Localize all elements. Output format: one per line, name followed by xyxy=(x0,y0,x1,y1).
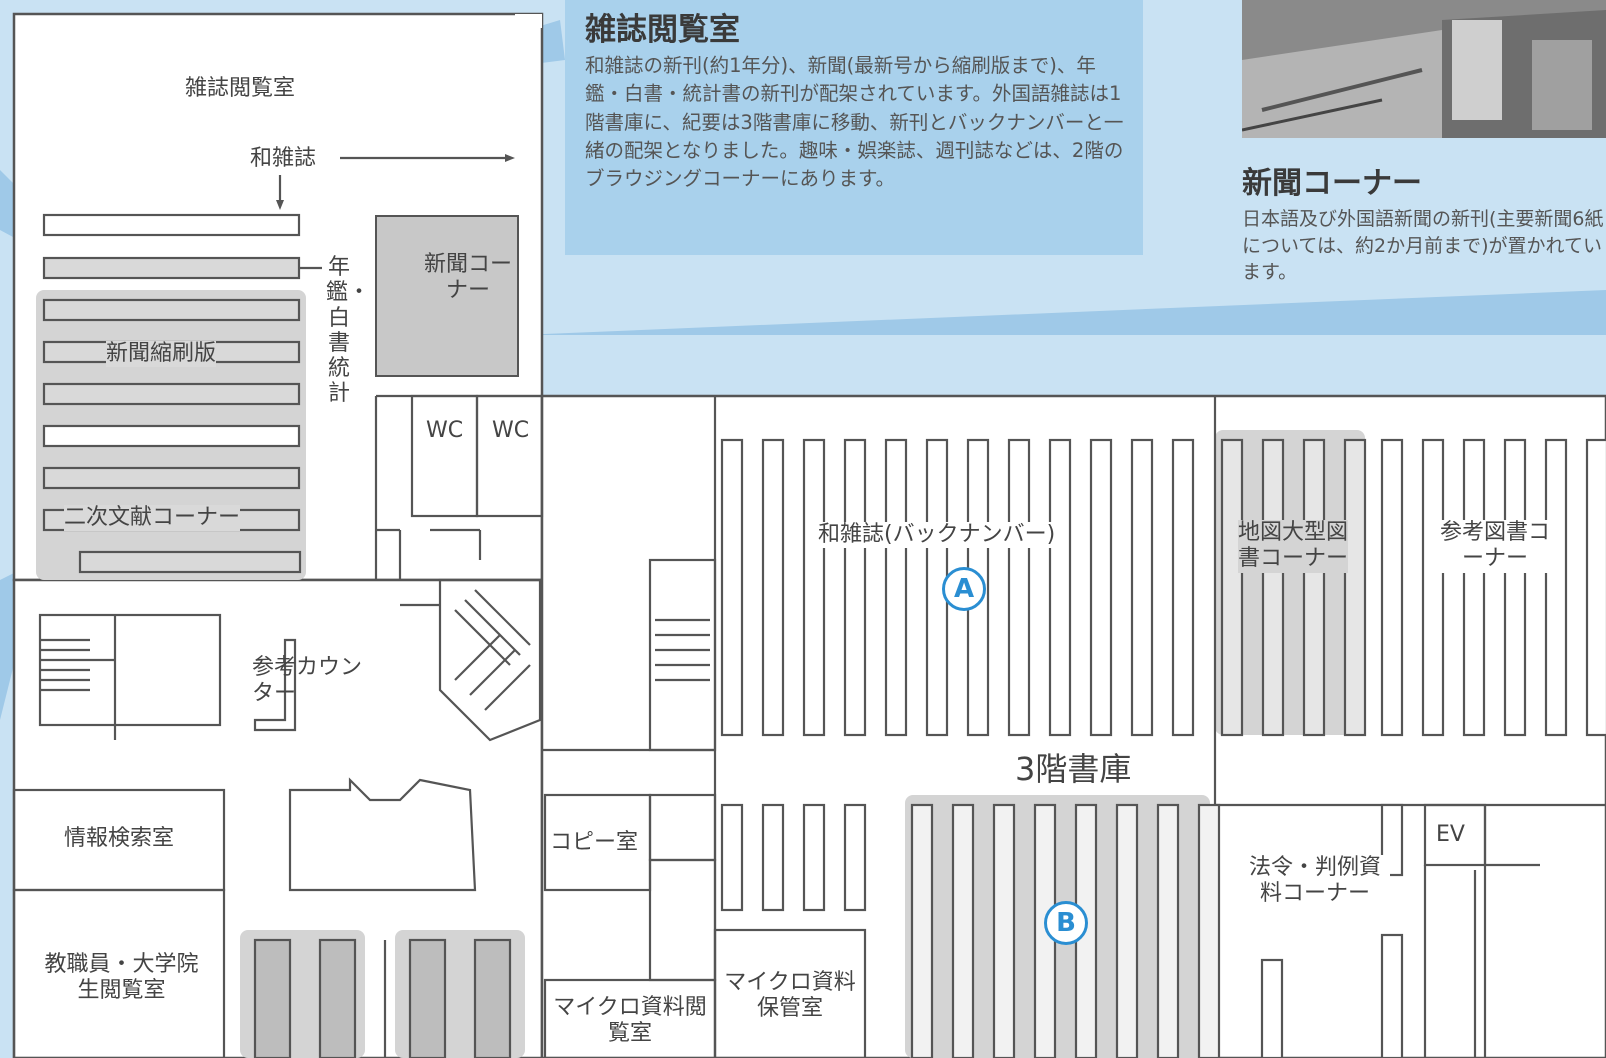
shelf xyxy=(1130,438,1154,737)
shelf xyxy=(1302,438,1326,737)
shelf xyxy=(1462,438,1486,737)
label-reference-corner: 参考図書コーナー xyxy=(1440,520,1551,573)
marker-b: B xyxy=(1044,901,1088,945)
highlight-map-corner xyxy=(1215,430,1365,735)
shelf xyxy=(42,382,301,406)
shelf xyxy=(1048,438,1072,737)
shelf xyxy=(42,213,301,237)
label-faculty-room: 教職員・大学院生閲覧室 xyxy=(44,952,199,1004)
shelf xyxy=(1380,933,1404,1058)
callout-wedge xyxy=(520,290,1606,335)
label-copy-room: コピー室 xyxy=(550,830,639,855)
shelves-right xyxy=(1220,438,1606,737)
label-stack-3f: 3階書庫 xyxy=(1015,750,1132,789)
shelf xyxy=(42,424,301,448)
label-wc: WC xyxy=(426,418,464,443)
shelf xyxy=(1260,958,1284,1058)
label-ev: EV xyxy=(1436,822,1465,847)
wc-room xyxy=(475,394,544,518)
shelf xyxy=(1171,438,1195,737)
label-secondary-corner: 二次文献コーナー xyxy=(64,505,241,532)
lounge-shape xyxy=(288,777,477,892)
shelf xyxy=(843,803,867,912)
faculty-room xyxy=(12,888,226,1058)
label-micro-storage: マイクロ資料保管室 xyxy=(724,970,856,1022)
micro-storage-room xyxy=(713,928,867,1058)
label-magazine-room: 雑誌閲覧室 xyxy=(185,76,296,101)
label-law-corner: 法令・判例資料コーナー xyxy=(1240,855,1390,908)
magazine-room-info-body: 和雑誌の新刊(約1年分)、新聞(最新号から縮刷版まで)、年鑑・白書・統計書の新刊… xyxy=(585,54,1124,191)
shelf xyxy=(910,803,934,1058)
shelf xyxy=(761,438,785,737)
ref-counter-desk xyxy=(253,638,297,732)
shelf xyxy=(843,438,867,737)
shelf xyxy=(1197,803,1221,1058)
shelf xyxy=(802,803,826,912)
label-japanese-magazines: 和雑誌 xyxy=(250,146,317,171)
shelf xyxy=(1156,803,1180,1058)
shelf xyxy=(720,438,744,737)
magazine-room-info-panel: 雑誌閲覧室 和雑誌の新刊(約1年分)、新聞(最新号から縮刷版まで)、年鑑・白書・… xyxy=(565,0,1143,255)
shelf xyxy=(42,466,301,490)
shelf xyxy=(951,803,975,1058)
shelves-upper xyxy=(720,438,1195,737)
label-yearbook: 年鑑・白書統計 xyxy=(326,255,371,407)
shelf xyxy=(1261,438,1285,737)
shelf xyxy=(1503,438,1527,737)
shelf xyxy=(761,803,785,912)
newspaper-corner-box xyxy=(375,215,519,377)
photo-drawing xyxy=(1242,0,1606,138)
marker-a: A xyxy=(942,567,986,611)
label-newspaper-compact: 新聞縮刷版 xyxy=(106,341,217,368)
label-info-search: 情報検索室 xyxy=(63,826,174,851)
newspaper-corner-photo xyxy=(1242,0,1606,138)
shelves-lower xyxy=(720,803,1404,1058)
label-wc: WC xyxy=(492,418,530,443)
shelf xyxy=(1585,438,1606,737)
shelf xyxy=(992,803,1016,1058)
shelf xyxy=(802,438,826,737)
shelf xyxy=(1115,803,1139,1058)
stairs-center xyxy=(438,578,542,742)
shelf xyxy=(1380,438,1404,737)
label-backnumber: 和雑誌(バックナンバー) xyxy=(818,522,1056,549)
shelf xyxy=(78,550,302,574)
shelf xyxy=(720,803,744,912)
label-micro-reading: マイクロ資料閲覧室 xyxy=(553,995,707,1047)
shelf xyxy=(884,438,908,737)
label-newspaper-corner: 新聞コーナー xyxy=(423,252,512,304)
shelf xyxy=(42,256,301,280)
newspaper-corner-body: 日本語及び外国語新聞の新刊(主要新聞6紙については、約2か月前まで)が置かれてい… xyxy=(1242,208,1604,284)
label-ref-counter: 参考カウンター xyxy=(252,655,363,707)
label-map-corner: 地図大型図書コーナー xyxy=(1238,520,1349,573)
shelf xyxy=(1343,438,1367,737)
shelf xyxy=(1089,438,1113,737)
shelf xyxy=(42,298,301,322)
newspaper-corner-title: 新聞コーナー xyxy=(1242,166,1422,201)
shelf xyxy=(1007,438,1031,737)
shelf xyxy=(1421,438,1445,737)
magazine-room-info-title: 雑誌閲覧室 xyxy=(585,12,740,48)
shelf xyxy=(1220,438,1244,737)
shelf xyxy=(1544,438,1568,737)
